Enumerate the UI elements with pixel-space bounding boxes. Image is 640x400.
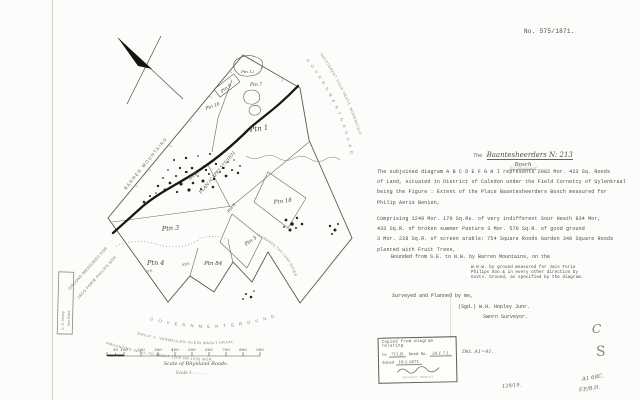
tree-cluster-east (283, 216, 339, 235)
text-line: Philips Son & in every other direction b… (471, 270, 579, 275)
text-line: Comprising 1249 Mor. 170 Sq.Rs. of very … (377, 216, 601, 222)
surveyed-line: Surveyed and Planned by me, (392, 293, 474, 299)
arc-label-indifferent-heath: INDIFFERENT SOUR HEATH, MODERATELY (319, 52, 361, 136)
paper-fold-line (450, 292, 451, 342)
boundary-ticks (134, 65, 284, 188)
text-line: Philip Aeris Benien, (377, 199, 441, 206)
edge-label-barren-mountains: BARREN MOUNTAINS (123, 136, 168, 190)
filing-letter-s: S (596, 344, 606, 360)
svg-text:600: 600 (205, 347, 213, 352)
farm-name: Baantesheerders N: 213 (486, 151, 573, 160)
stamp-dated-value: 16-1-1871. (396, 358, 423, 366)
library-stamp: S. G. library See Back (56, 271, 75, 335)
plot-label-ptn84: Ptn 84 (203, 261, 223, 267)
text-line: The subjoined diagram A B C D E F G H I … (377, 169, 611, 175)
edge-measure-6th: 6TH (145, 269, 153, 274)
subdivision-lines (111, 79, 310, 277)
bounded-line: Bounded from S.E. to N.W. by Barren Moun… (391, 254, 551, 260)
description-paragraph-2: Comprising 1249 Mor. 170 Sq.Rs. of very … (377, 214, 613, 255)
plot-label-ptn18: Ptn 18 (272, 197, 292, 206)
arc-label-government-ground-bottom: G O V E R N M E N T G R O U N D (150, 313, 275, 329)
farm-name-sub: Bosch (514, 162, 532, 169)
plot-label-ptn12: Ptn 12 (240, 69, 255, 74)
farm-boundary (107, 54, 353, 304)
survey-map-drawing: Ptn 1 Ptn 3 Ptn 4 Ptn 84 Ptn 5 Ptn 18 Pt… (56, 35, 362, 376)
dotted-path (115, 236, 230, 248)
scale-caption-2: Scale 1 : . . . . . (176, 371, 208, 376)
edge-label-ground-measured-2: JACS FORIE PHILIPS SON (77, 255, 117, 299)
homestead-plots (213, 55, 264, 116)
copied-stamp-box: Copied from diagram relating to 711.B. D… (377, 336, 458, 384)
svg-text:500: 500 (188, 347, 196, 352)
stamp-deed-label: Deed No. (408, 352, 428, 357)
crossed-out-stamp: T.C.Bagooef (509, 167, 537, 173)
edge-measure-4018: 4018 (181, 262, 189, 267)
svg-text:400: 400 (170, 347, 179, 352)
plot-label-ptn1: Ptn 1 (248, 123, 269, 134)
plot-label-ptn10: Ptn 10 (204, 101, 221, 112)
title-prefix: The (473, 153, 483, 159)
svg-text:200: 200 (136, 347, 145, 352)
scale-bar (106, 352, 261, 357)
text-line: 3 Mor. 228 Sq.R. of screen arable: 754 S… (377, 236, 614, 243)
tree-cluster-main (142, 153, 241, 204)
reference-a1-annotation: A1 68C. (581, 373, 605, 383)
docket-annotation: Dkt. A1=41. (462, 349, 494, 355)
svg-text:INDIFFERENT SOUR HEATH, MOD: INDIFFERENT SOUR HEATH, MODERATELY (319, 52, 362, 136)
plot-label-ptn7: Ptn 7 (249, 82, 262, 88)
text-line: of Land, situated in District of Caledon… (377, 179, 626, 186)
scale-caption: Scale of Rhynland Roods. (164, 361, 229, 367)
stamp-line-1: Copied from diagram relating (381, 339, 434, 349)
stamp-line-2: to 711.B. Deed No. 24.1.7.1. (381, 349, 453, 358)
svg-text:800: 800 (239, 347, 247, 352)
text-line: being the Figure : Extent of the Place B… (377, 189, 607, 196)
arc-label-swilk-vermeulen: 'SWILK' C. VERMEULEN 'KLEIN MARKT KRAAL' (136, 331, 235, 345)
stamp-signature-title: Surveyor General (402, 374, 434, 380)
reference-fp-annotation: F.P./B.H. (578, 384, 601, 394)
tree-cluster-south (242, 290, 255, 300)
svg-text:TOWARDS THE LAND RIVIER: TOWARDS THE LAND RIVIER (258, 233, 298, 277)
north-arrow-icon (117, 35, 184, 105)
plot-label-ptn4: Ptn 4 (146, 259, 164, 267)
text-line: W.N.W. by ground measured for Jacs Forie (471, 266, 576, 270)
filing-letter-c: C (592, 322, 602, 336)
stamp-to-label: to (381, 353, 387, 358)
text-line: planted with Fruit Trees, (377, 246, 456, 253)
plot-label-ptn5: Ptn 5 (243, 235, 258, 248)
surveyor-signature: (Sgd.) W.H. Hopley Junr. (458, 304, 531, 310)
arc-label-government-ground-right: G O V E R N M E N T G R O U N D (305, 58, 352, 156)
svg-text:50: 50 (113, 347, 119, 352)
arc-label-land-rivier: TOWARDS THE LAND RIVIER (258, 233, 298, 277)
stamp-dated-label: dated (382, 361, 395, 366)
bounded-sub-block: W.N.W. by ground measured for Jacs Forie… (471, 266, 583, 281)
description-paragraph-1: The subjoined diagram A B C D E F G H I … (377, 167, 626, 208)
stamp-line-3: dated 16-1-1871. (382, 358, 453, 366)
svg-text:G O V E R N M E N T G R O U: G O V E R N M E N T G R O U N D (305, 58, 354, 156)
svg-text:G O V E R N M E N T G R O U: G O V E R N M E N T G R O U N D (150, 313, 277, 329)
svg-text:100: 100 (120, 347, 128, 352)
text-line: Govts. Ground, as specified by the diagr… (471, 275, 584, 280)
document-number: No. 575/1871. (524, 28, 575, 35)
plot-label-ptn3: Ptn 3 (160, 224, 179, 234)
farm-title-block: The Baantesheerders N: 213 Bosch T.C.Bag… (428, 144, 618, 173)
svg-text:900: 900 (256, 347, 264, 352)
text-line: 433 Sq.R. of broken summer Pasture 3 Mor… (377, 226, 585, 233)
stamp-signature-scribble (396, 366, 439, 374)
scan-edge-line (52, 0, 53, 400)
library-stamp-line1: S. G. library (61, 311, 65, 330)
svg-text:'SWILK' C. VERMEULEN 'KLEIN: 'SWILK' C. VERMEULEN 'KLEIN MARKT KRAAL' (136, 331, 235, 345)
plot-label-ptn8: Ptn 8 (225, 202, 237, 215)
reference-number-annotation: 129/19. (501, 382, 522, 390)
river-line (245, 154, 341, 162)
library-stamp-line2: See Back (67, 310, 71, 326)
svg-text:700: 700 (222, 347, 230, 352)
stamp-deed-value: 24.1.7.1. (430, 349, 453, 357)
stamp-to-value: 711.B. (389, 350, 407, 358)
surveyor-title: Sworn Surveyor. (483, 314, 529, 320)
svg-text:300: 300 (154, 347, 162, 352)
